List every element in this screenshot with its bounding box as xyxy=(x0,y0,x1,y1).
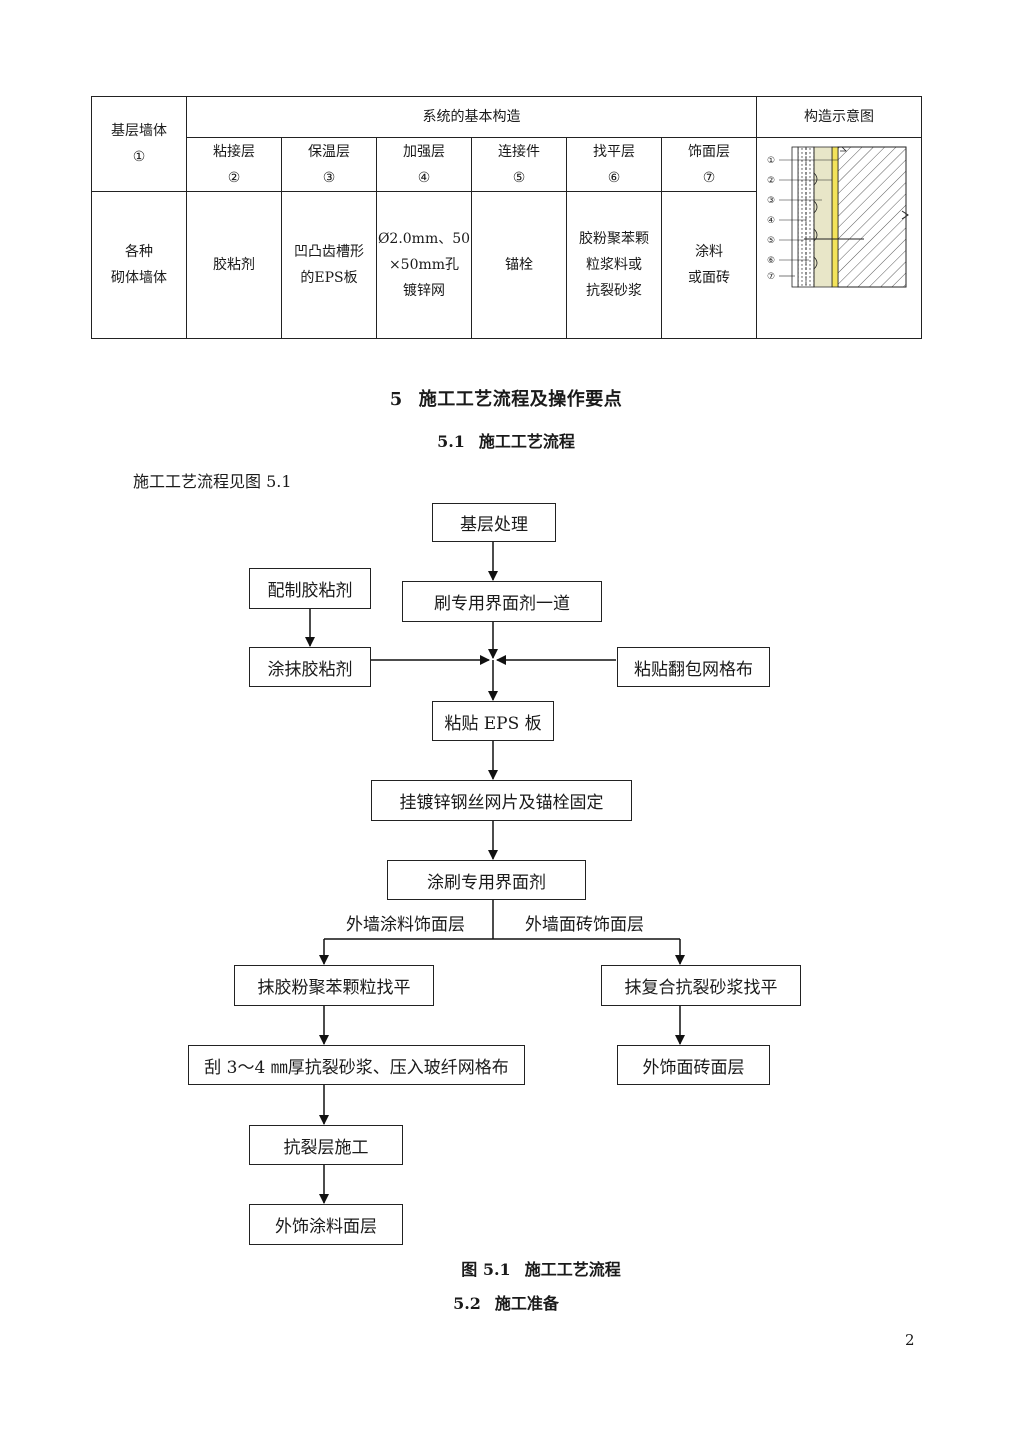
construction-diagram: ① ② ③ ④ ⑤ ⑥ ⑦ xyxy=(767,146,909,288)
layer-header-insulation: 保温层 ③ xyxy=(281,137,377,193)
intro-paragraph: 施工工艺流程见图 5.1 xyxy=(133,472,292,491)
cell-line: Ø2.0mm、50 xyxy=(377,231,471,248)
cell-line: 锚栓 xyxy=(505,257,533,274)
construction-table: 基层墙体 ① 系统的基本构造 构造示意图 粘接层 ② 保温层 ③ 加强层 ④ 连… xyxy=(91,95,922,339)
diagram-labels: ① ② ③ ④ ⑤ ⑥ ⑦ xyxy=(767,156,775,282)
layer-header-reinforce: 加强层 ④ xyxy=(376,137,472,193)
cell-line: 涂料 xyxy=(695,244,723,261)
cell-line: 胶粉聚苯颗 xyxy=(579,231,649,248)
layer-num: ⑤ xyxy=(512,169,526,186)
flow-box-scrape-mortar: 刮 3～4 ㎜厚抗裂砂浆、压入玻纤网格布 xyxy=(188,1045,525,1085)
layer-header-leveling: 找平层 ⑥ xyxy=(566,137,662,193)
layer-num: ④ xyxy=(417,169,431,186)
flow-box-composite-level: 抹复合抗裂砂浆找平 xyxy=(601,965,801,1006)
figure-title: 施工工艺流程 xyxy=(524,1260,621,1279)
figure-caption: 图 5.1 施工工艺流程 xyxy=(0,1256,1012,1280)
diagram-leaders xyxy=(779,159,838,277)
flow-box-wrap-mesh: 粘贴翻包网格布 xyxy=(617,647,770,687)
cell-line: 镀锌网 xyxy=(403,283,445,300)
layer-name: 饰面层 xyxy=(688,143,730,160)
system-header: 系统的基本构造 xyxy=(186,95,757,139)
cell-line: 粒浆料或 xyxy=(586,257,642,274)
flow-box-tile-finish: 外饰面砖面层 xyxy=(617,1045,770,1085)
cell-line: 或面砖 xyxy=(688,270,730,287)
section-number: 5.2 xyxy=(453,1294,481,1313)
finish-layer xyxy=(791,146,799,288)
layer-num: ③ xyxy=(322,169,336,186)
section-5-heading: 5 施工工艺流程及操作要点 xyxy=(0,385,1012,411)
section-5-2-heading: 5.2 施工准备 xyxy=(0,1290,1012,1314)
flow-box-hang-mesh: 挂镀锌钢丝网片及锚栓固定 xyxy=(371,780,632,821)
diagram-label-6: ⑥ xyxy=(767,256,775,266)
flow-box-apply-adhesive: 涂抹胶粘剂 xyxy=(249,647,371,687)
section-title: 施工工艺流程 xyxy=(478,432,575,451)
layer-name: 连接件 xyxy=(498,143,540,160)
section-5-1-heading: 5.1 施工工艺流程 xyxy=(0,428,1012,452)
cell-connector: 锚栓 xyxy=(471,191,567,339)
cell-wall: 各种 砌体墙体 xyxy=(91,191,187,339)
cell-line: 的EPS板 xyxy=(300,270,358,287)
flow-box-brush-interface-2: 涂刷专用界面剂 xyxy=(387,860,586,900)
flow-box-paste-eps: 粘贴 EPS 板 xyxy=(432,701,554,741)
section-number: 5.1 xyxy=(437,432,465,451)
diagram-header: 构造示意图 xyxy=(756,95,922,139)
layer-num: ⑦ xyxy=(702,169,716,186)
flow-box-prepare-adhesive: 配制胶粘剂 xyxy=(249,568,371,609)
layer-header-adhesive: 粘接层 ② xyxy=(186,137,282,193)
layer-num: ② xyxy=(227,169,241,186)
layer-name: 粘接层 xyxy=(213,143,255,160)
section-title: 施工工艺流程及操作要点 xyxy=(418,389,623,410)
diagram-label-7: ⑦ xyxy=(767,272,775,282)
diagram-label-2: ② xyxy=(767,176,775,186)
branch-label-tile: 外墙面砖饰面层 xyxy=(525,915,644,935)
base-wall-header-num: ① xyxy=(132,149,146,166)
section-number: 5 xyxy=(389,389,403,410)
diagram-label-1: ① xyxy=(767,156,775,166)
flow-box-crack-layer: 抗裂层施工 xyxy=(249,1125,403,1165)
layer-name: 加强层 xyxy=(403,143,445,160)
break-mark xyxy=(901,210,909,220)
diagram-label-3: ③ xyxy=(767,196,775,206)
section-title: 施工准备 xyxy=(494,1294,559,1313)
flow-box-base-treatment: 基层处理 xyxy=(432,503,556,542)
flow-box-coating-finish: 外饰涂料面层 xyxy=(249,1204,403,1245)
cell-line: 各种 xyxy=(125,244,153,261)
top-break-mark xyxy=(840,146,847,152)
cell-line: 抗裂砂浆 xyxy=(586,283,642,300)
figure-number: 图 5.1 xyxy=(461,1260,511,1279)
cell-adhesive: 胶粘剂 xyxy=(186,191,282,339)
cell-leveling: 胶粉聚苯颗 粒浆料或 抗裂砂浆 xyxy=(566,191,662,339)
cell-line: 胶粘剂 xyxy=(213,257,255,274)
layer-name: 找平层 xyxy=(593,143,635,160)
cell-reinforce: Ø2.0mm、50 ×50mm孔 镀锌网 xyxy=(376,191,472,339)
layer-header-finish: 饰面层 ⑦ xyxy=(661,137,757,193)
cell-line: ×50mm孔 xyxy=(388,257,460,274)
layer-name: 保温层 xyxy=(308,143,350,160)
flow-box-brush-interface: 刷专用界面剂一道 xyxy=(402,581,602,622)
layer-num: ⑥ xyxy=(607,169,621,186)
layer-header-connector: 连接件 ⑤ xyxy=(471,137,567,193)
cell-line: 凹凸齿槽形 xyxy=(294,244,364,261)
branch-label-coating: 外墙涂料饰面层 xyxy=(346,915,465,935)
eps-grooves xyxy=(813,172,818,270)
page-number: 2 xyxy=(905,1331,915,1349)
cell-line: 砌体墙体 xyxy=(111,270,167,287)
flow-box-rubber-level: 抹胶粉聚苯颗粒找平 xyxy=(234,965,434,1006)
diagram-label-4: ④ xyxy=(767,216,775,226)
diagram-label-5: ⑤ xyxy=(767,236,775,246)
base-wall-header-label: 基层墙体 xyxy=(111,123,167,140)
cell-finish: 涂料 或面砖 xyxy=(661,191,757,339)
base-wall-header: 基层墙体 ① xyxy=(91,95,187,193)
